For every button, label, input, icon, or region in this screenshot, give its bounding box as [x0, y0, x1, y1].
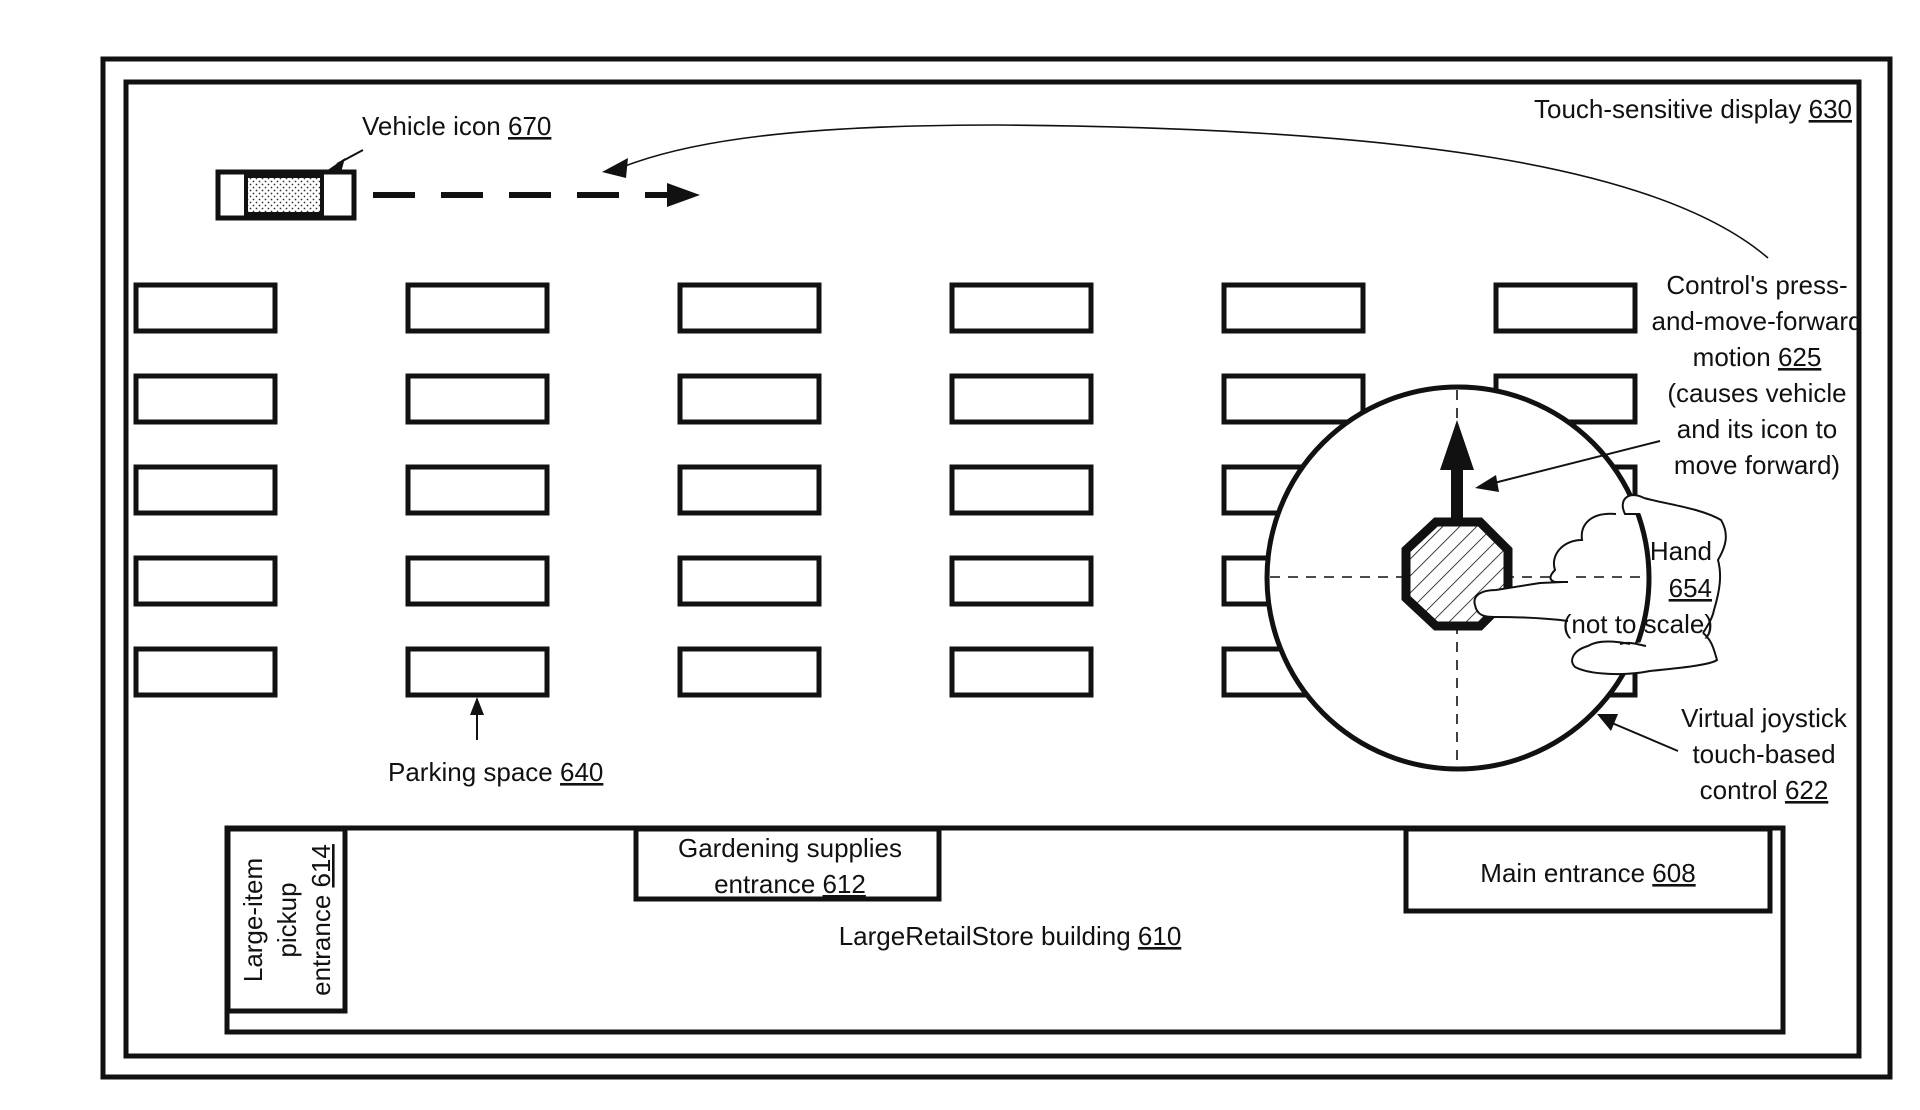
- parking-space[interactable]: [949, 555, 1094, 607]
- parking-space-label: Parking space 640: [388, 757, 603, 787]
- building-label: LargeRetailStore building 610: [839, 921, 1182, 951]
- parking-space[interactable]: [133, 646, 278, 698]
- main-entrance[interactable]: [1403, 826, 1773, 914]
- parking-space[interactable]: [405, 555, 550, 607]
- parking-space[interactable]: [949, 464, 1094, 516]
- parking-space[interactable]: [405, 646, 550, 698]
- device-outer-frame: [100, 56, 1893, 1080]
- vehicle-icon[interactable]: [215, 169, 357, 221]
- parking-space[interactable]: [405, 373, 550, 425]
- parking-space[interactable]: [405, 464, 550, 516]
- parking-space[interactable]: [677, 373, 822, 425]
- vehicle-body-shaded: [244, 174, 324, 216]
- parking-space[interactable]: [949, 282, 1094, 334]
- forward-motion-dashed-arrow: [373, 183, 700, 207]
- parking-space[interactable]: [677, 282, 822, 334]
- parking-space[interactable]: [677, 464, 822, 516]
- gardening-supplies-entrance[interactable]: [633, 826, 942, 902]
- large-item-pickup-entrance[interactable]: [225, 826, 348, 1014]
- joystick-label-pointer: [1597, 714, 1679, 752]
- virtual-joystick[interactable]: [1264, 384, 1652, 772]
- parking-space[interactable]: [133, 555, 278, 607]
- display-label: Touch-sensitive display 630: [1534, 94, 1852, 124]
- touch-display-frame: [123, 79, 1862, 1059]
- vehicle-icon-label: Vehicle icon 670: [362, 111, 551, 141]
- parking-space[interactable]: [133, 282, 278, 334]
- parking-space[interactable]: [133, 373, 278, 425]
- hand-label: Hand: [1650, 536, 1712, 566]
- parking-space[interactable]: [133, 464, 278, 516]
- parking-space[interactable]: [1493, 282, 1638, 334]
- parking-space[interactable]: [1221, 282, 1366, 334]
- parking-space[interactable]: [949, 373, 1094, 425]
- joystick-forward-arrow: [1440, 420, 1474, 525]
- parking-space[interactable]: [405, 282, 550, 334]
- motion-leader-curve: [602, 124, 1769, 259]
- parking-space[interactable]: [677, 555, 822, 607]
- hand-scale-note: (not to scale): [1563, 609, 1713, 639]
- hand-illustration: [1473, 494, 1727, 676]
- parking-space[interactable]: [949, 646, 1094, 698]
- hand-ref: 654: [1669, 573, 1712, 603]
- parking-space[interactable]: [1221, 373, 1366, 425]
- motion-pointer: [1475, 440, 1661, 492]
- parking-label-arrow: [470, 697, 484, 740]
- main-entrance-label: Main entrance 608: [1480, 858, 1695, 888]
- parking-space[interactable]: [677, 646, 822, 698]
